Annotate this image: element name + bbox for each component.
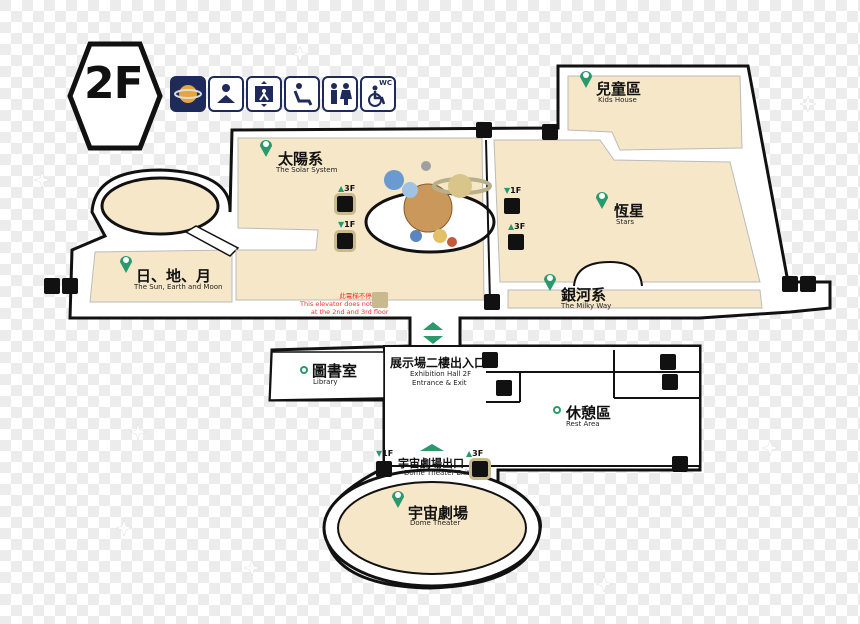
planet-exhibit-icon: [170, 76, 206, 112]
rest-area-label-en: Rest Area: [566, 420, 600, 428]
elevator-note: 此電梯不停2.3樓 This elevator does not stop at…: [300, 292, 389, 316]
elevator-icon: [246, 76, 282, 112]
exhibition-exit-label: 展示場二樓出入口: [390, 356, 487, 370]
restroom-icon: [660, 354, 676, 370]
stars-label-en: Stars: [616, 218, 635, 226]
elevator-note-zh: 此電梯不停2.3樓: [339, 292, 389, 300]
kids-house-pin-icon: [580, 71, 592, 88]
restroom-icon: [62, 278, 78, 294]
floor-badge: [67, 41, 163, 151]
stairs-icon: [334, 193, 356, 215]
round-annex: [100, 176, 220, 236]
accessible-wc-icon: [662, 374, 678, 390]
dome-inner: [337, 481, 527, 575]
milky-way-label: 銀河系: [561, 286, 607, 304]
emergency-exit-icon: [44, 278, 60, 294]
milky-way-pin-icon: [544, 274, 556, 291]
library-label: 圖書室: [312, 362, 358, 380]
stair-down-1f-c: ▼1F: [376, 449, 394, 458]
stairs-icon: [504, 198, 520, 214]
floor-label: 2F: [84, 58, 144, 109]
stairs-icon: [469, 458, 491, 480]
stair-up-3f-a: ▲3F: [338, 184, 356, 193]
elevator-icon: [372, 292, 388, 308]
dome-theater-label: 宇宙劇場: [408, 504, 469, 522]
dome-exit-label: 宇宙劇場出口: [398, 457, 464, 470]
exhibition-exit-en1: Exhibition Hall 2F: [410, 370, 472, 378]
dome-exit-label-en: Dome Theater Exit: [404, 469, 470, 477]
restroom-icon: [800, 276, 816, 292]
elevator-icon: [484, 294, 500, 310]
milky-way-room: [507, 289, 763, 309]
elevator-note-en2: at the 2nd and 3rd floor: [310, 308, 389, 316]
emergency-exit-icon: [782, 276, 798, 292]
milky-way-label-en: The Milky Way: [561, 302, 612, 310]
stair-down-1f-b: ▼1F: [504, 186, 522, 195]
stars-pin-icon: [596, 192, 608, 209]
emergency-exit-icon: [672, 456, 688, 472]
accessible-elevator-icon: [542, 124, 558, 140]
kids-house-room: [567, 75, 743, 151]
stairs-icon: [508, 234, 524, 250]
lower-hall: [383, 345, 701, 467]
solar-system-label: 太陽系: [278, 150, 324, 168]
dome-theater-label-en: Dome Theater: [410, 519, 461, 527]
library-dot-icon: [300, 366, 308, 374]
restroom-icon: [496, 380, 512, 396]
library-label-en: Library: [313, 378, 338, 386]
exhibition-exit-en2: Entrance & Exit: [412, 379, 467, 387]
emergency-exit-icon: [476, 122, 492, 138]
stairs-icon: [334, 230, 356, 252]
stair-down-1f-a: ▼1F: [338, 220, 356, 229]
stair-up-3f-c: ▲3F: [466, 449, 484, 458]
sun-earth-moon-pin-icon: [120, 256, 132, 273]
kids-house-label: 兒童區: [596, 80, 642, 98]
sun-earth-moon-label-en: The Sun, Earth and Moon: [134, 283, 223, 291]
stars-label: 恆星: [614, 202, 645, 220]
restroom-icon: [322, 76, 358, 112]
rest-area-dot-icon: [553, 406, 561, 414]
stars-room: [493, 139, 761, 283]
rest-area-label: 休憩區: [566, 404, 612, 422]
solar-system-pin-icon: [260, 140, 272, 157]
rest-seat-icon: [284, 76, 320, 112]
annex-corridor: [184, 225, 240, 257]
stairs-icon: [376, 461, 392, 477]
reading-icon: [208, 76, 244, 112]
accessible-wc-icon: WC: [360, 76, 396, 112]
elevator-icon: [482, 352, 498, 368]
solar-system-label-en: The Solar System: [276, 166, 338, 174]
sun-earth-moon-label: 日、地、月: [136, 267, 212, 285]
wc-label: WC: [379, 79, 392, 87]
dome-theater-pin-icon: [392, 491, 404, 508]
stair-up-3f-b: ▲3F: [508, 222, 526, 231]
kids-house-label-en: Kids House: [598, 96, 637, 104]
elevator-note-en1: This elevator does not stop: [300, 300, 389, 308]
library-room: [269, 351, 385, 401]
